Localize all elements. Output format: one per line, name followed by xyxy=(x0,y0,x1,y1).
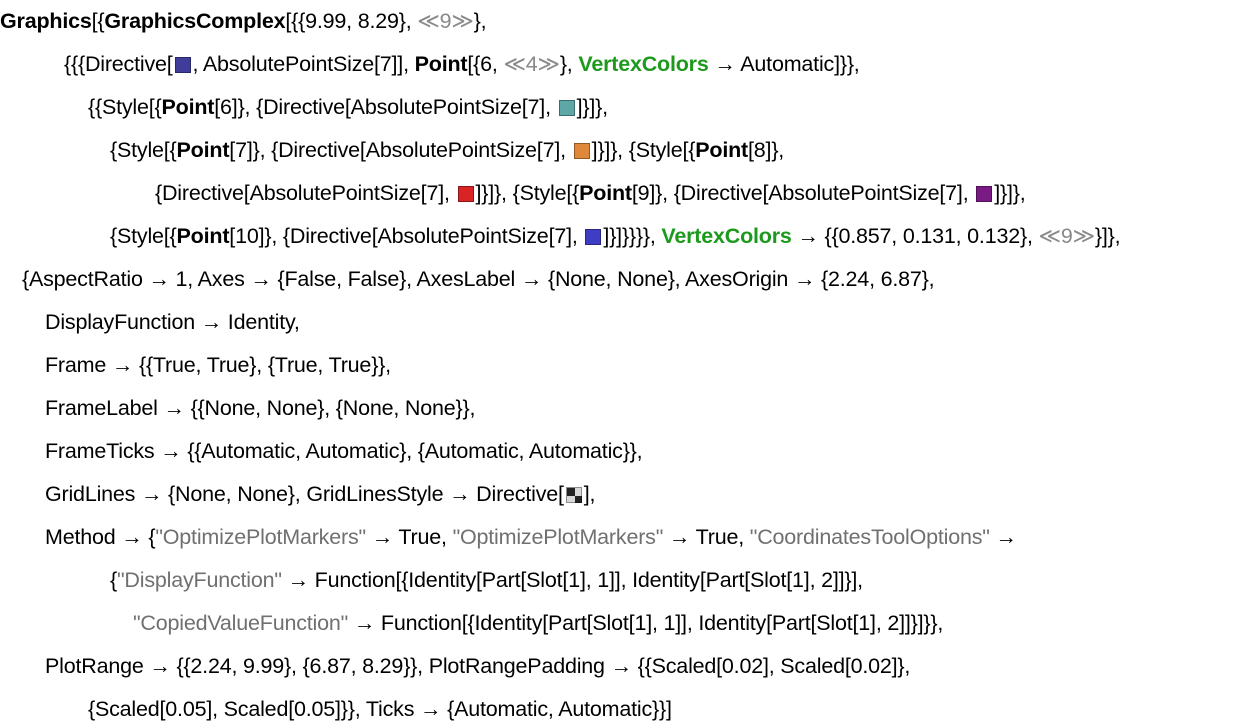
code-text: FrameLabel → {{None, None}, {None, None}… xyxy=(45,396,476,420)
expression-line: Method → {"OptimizePlotMarkers" → True, … xyxy=(45,522,1017,552)
code-text: {{{Directive[ xyxy=(64,52,173,76)
code-text: → xyxy=(989,525,1017,549)
code-text: , AbsolutePointSize[7]], xyxy=(192,52,415,76)
expression-line: FrameTicks → {{Automatic, Automatic}, {A… xyxy=(45,436,643,466)
gray-level-swatch-icon xyxy=(565,487,582,503)
code-text: [8]}, xyxy=(748,138,785,162)
code-text: ]}]}, {Style[{ xyxy=(475,181,580,205)
expression-line: PlotRange → {{2.24, 9.99}, {6.87, 8.29}}… xyxy=(45,651,910,681)
code-text: GridLines → {None, None}, GridLinesStyle… xyxy=(45,482,564,506)
code-text: [6]}, {Directive[AbsolutePointSize[7], xyxy=(214,95,557,119)
code-text: FrameTicks → {{Automatic, Automatic}, {A… xyxy=(45,439,643,463)
code-text: {Style[{ xyxy=(110,138,177,162)
string-literal: "OptimizePlotMarkers" xyxy=(155,525,366,549)
code-text: ]}]}, {Style[{ xyxy=(591,138,696,162)
code-text: → True, xyxy=(365,525,453,549)
expression-line: Graphics[{GraphicsComplex[{{9.99, 8.29},… xyxy=(0,6,487,36)
string-literal: "DisplayFunction" xyxy=(116,568,282,592)
code-text: [9]}, {Directive[AbsolutePointSize[7], xyxy=(631,181,975,205)
code-text: DisplayFunction → Identity, xyxy=(45,310,300,334)
code-text: {Style[{ xyxy=(110,224,177,248)
expression-line: {{Style[{Point[6]}, {Directive[AbsoluteP… xyxy=(88,92,608,122)
color-swatch-icon xyxy=(585,229,602,245)
code-text: Method → { xyxy=(45,525,156,549)
expression-line: {Style[{Point[10]}, {Directive[AbsoluteP… xyxy=(110,221,1121,251)
code-text: {Scaled[0.05], Scaled[0.05]}}, Ticks → {… xyxy=(88,697,672,721)
code-text: [{ xyxy=(91,9,105,33)
string-literal: "CopiedValueFunction" xyxy=(133,611,349,635)
expression-line: {Style[{Point[7]}, {Directive[AbsolutePo… xyxy=(110,135,784,165)
elided-count: ≪4≫ xyxy=(503,52,560,76)
symbol-bold: Point xyxy=(176,138,230,162)
symbol-bold: Point xyxy=(161,95,215,119)
expression-line: {Directive[AbsolutePointSize[7], ]}]}, {… xyxy=(155,178,1026,208)
color-swatch-icon xyxy=(558,100,575,116)
code-text: {Directive[AbsolutePointSize[7], xyxy=(155,181,456,205)
expression-line: {"DisplayFunction" → Function[{Identity[… xyxy=(110,565,863,595)
code-text: ]}]}, xyxy=(994,181,1026,205)
code-text: {{Style[{ xyxy=(88,95,162,119)
symbol-bold: Point xyxy=(176,224,230,248)
symbol-bold: Point xyxy=(695,138,749,162)
code-text: }, xyxy=(473,9,487,33)
expression-line: DisplayFunction → Identity, xyxy=(45,307,300,337)
code-text: ]}]}, xyxy=(576,95,608,119)
symbol-bold: GraphicsComplex xyxy=(104,9,286,33)
code-text: → Automatic]}}, xyxy=(708,52,860,76)
code-text: }, xyxy=(559,52,579,76)
color-swatch-icon xyxy=(174,57,191,73)
code-text: [{{9.99, 8.29}, xyxy=(285,9,418,33)
code-text: }]}, xyxy=(1094,224,1121,248)
code-text: ]}]}}}}, xyxy=(603,224,662,248)
string-literal: "OptimizePlotMarkers" xyxy=(452,525,664,549)
code-text: [{6, xyxy=(467,52,504,76)
code-text: { xyxy=(110,568,117,592)
color-swatch-icon xyxy=(573,143,590,159)
code-text: → Function[{Identity[Part[Slot[1], 1]], … xyxy=(281,568,864,592)
expression-line: FrameLabel → {{None, None}, {None, None}… xyxy=(45,393,475,423)
symbol-bold: Point xyxy=(579,181,632,205)
option-name-highlighted: VertexColors xyxy=(661,224,792,248)
color-swatch-icon xyxy=(976,186,993,202)
expression-line: Frame → {{True, True}, {True, True}}, xyxy=(45,350,391,380)
code-text: ], xyxy=(583,482,596,506)
expression-line: GridLines → {None, None}, GridLinesStyle… xyxy=(45,479,596,509)
color-swatch-icon xyxy=(457,186,474,202)
elided-count: ≪9≫ xyxy=(1038,224,1096,248)
code-text: [10]}, {Directive[AbsolutePointSize[7], xyxy=(229,224,584,248)
expression-line: {AspectRatio → 1, Axes → {False, False},… xyxy=(22,264,935,294)
expression-line: "CopiedValueFunction" → Function[{Identi… xyxy=(133,608,943,638)
code-text: {AspectRatio → 1, Axes → {False, False},… xyxy=(22,267,935,291)
expression-line: {Scaled[0.05], Scaled[0.05]}}, Ticks → {… xyxy=(88,694,672,724)
elided-count: ≪9≫ xyxy=(417,9,474,33)
symbol-bold: Point xyxy=(414,52,468,76)
string-literal: "CoordinatesToolOptions" xyxy=(749,525,990,549)
code-text: Frame → {{True, True}, {True, True}}, xyxy=(45,353,391,377)
code-text: PlotRange → {{2.24, 9.99}, {6.87, 8.29}}… xyxy=(45,654,911,678)
code-text: → Function[{Identity[Part[Slot[1], 1]], … xyxy=(348,611,944,635)
option-name-highlighted: VertexColors xyxy=(578,52,709,76)
code-text: [7]}, {Directive[AbsolutePointSize[7], xyxy=(229,138,572,162)
expression-line: {{{Directive[ , AbsolutePointSize[7]], Po… xyxy=(64,49,860,79)
symbol-bold: Graphics xyxy=(0,9,92,33)
code-text: → {{0.857, 0.131, 0.132}, xyxy=(791,224,1039,248)
code-text: → True, xyxy=(663,525,750,549)
